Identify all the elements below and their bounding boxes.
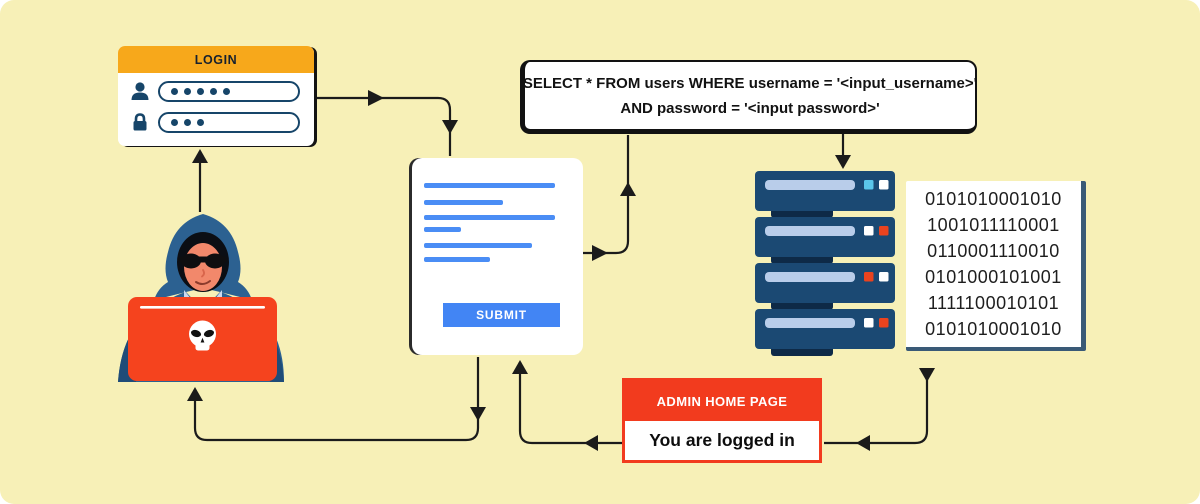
server-led [864, 318, 874, 328]
binary-line: 0101000101001 [925, 267, 1062, 287]
server-led [864, 272, 874, 282]
server-led [879, 226, 889, 236]
login-card-header: LOGIN [118, 46, 314, 73]
sunglasses-icon [179, 253, 227, 269]
server-stack [755, 171, 895, 356]
arrow-server-to-admin [824, 368, 935, 451]
login-card: LOGIN [118, 46, 314, 146]
form-text-line [424, 215, 555, 220]
server-unit [755, 309, 895, 356]
server-led [864, 180, 874, 190]
hacker-laptop [128, 297, 277, 381]
binary-line: 1111100010101 [927, 293, 1060, 313]
arrow-sql-to-server [835, 134, 851, 169]
skull-icon [189, 320, 216, 351]
web-form-card: SUBMIT [412, 158, 583, 355]
admin-home-page-box: ADMIN HOME PAGE You are logged in [622, 378, 822, 463]
form-text-line [424, 243, 532, 248]
hacker-illustration [118, 214, 284, 382]
password-field[interactable] [158, 111, 300, 133]
username-row [130, 80, 300, 102]
binary-line: 1001011110001 [927, 215, 1060, 235]
arrow-form-to-sql [583, 135, 636, 261]
binary-data-card: 0101010001010 1001011110001 011000111001… [906, 181, 1086, 351]
server-unit [755, 171, 895, 218]
password-row [130, 111, 300, 133]
admin-home-page-title: ADMIN HOME PAGE [656, 393, 788, 409]
arrow-hacker-to-login [192, 149, 208, 212]
binary-line: 0101010001010 [925, 189, 1062, 209]
arrow-admin-to-form [512, 360, 622, 451]
sql-query-box: SELECT * FROM users WHERE username = '<i… [520, 60, 977, 134]
server-unit [755, 217, 895, 264]
admin-home-page-header: ADMIN HOME PAGE [625, 381, 819, 421]
server-unit [755, 263, 895, 310]
server-led [879, 318, 889, 328]
logged-in-message: You are logged in [649, 430, 795, 450]
user-icon [131, 82, 149, 100]
server-led [879, 180, 889, 190]
lock-icon [133, 113, 147, 131]
binary-line: 0110001110010 [927, 241, 1060, 261]
sql-query-line-1: SELECT * FROM users WHERE username = '<i… [522, 74, 978, 92]
form-text-line [424, 200, 503, 205]
submit-button[interactable]: SUBMIT [443, 303, 560, 327]
login-title: LOGIN [194, 52, 238, 67]
password-dot [171, 118, 178, 126]
arrow-login-to-form [314, 90, 458, 156]
form-text-line [424, 257, 490, 262]
sql-query-line-2: AND password = '<input password>' [620, 99, 880, 117]
form-text-line [424, 227, 461, 232]
form-text-line [424, 183, 555, 188]
username-field[interactable] [158, 80, 300, 102]
server-led [864, 226, 874, 236]
username-dot [171, 87, 178, 95]
admin-home-page-body: You are logged in [625, 421, 819, 460]
arrow-form-to-hacker [187, 357, 486, 442]
binary-line: 0101010001010 [925, 319, 1062, 339]
server-led [879, 272, 889, 282]
